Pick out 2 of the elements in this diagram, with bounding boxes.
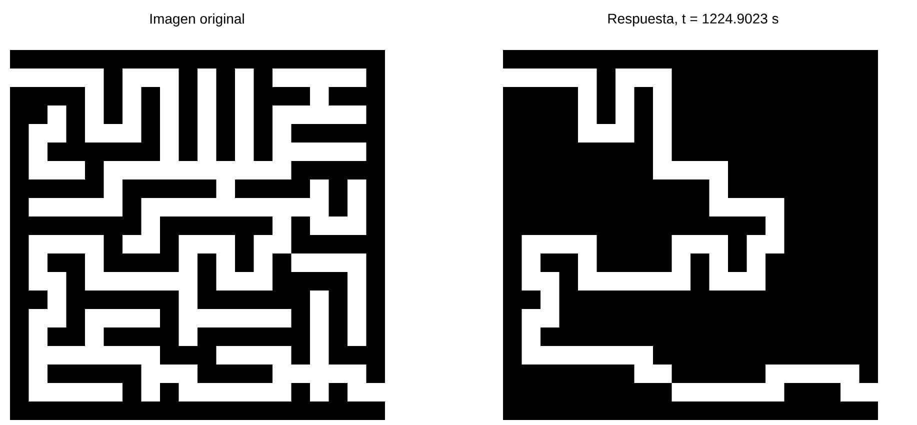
panel-title: Imagen original [150, 13, 244, 27]
panel-title: Respuesta, t = 1224.9023 s [608, 14, 778, 26]
